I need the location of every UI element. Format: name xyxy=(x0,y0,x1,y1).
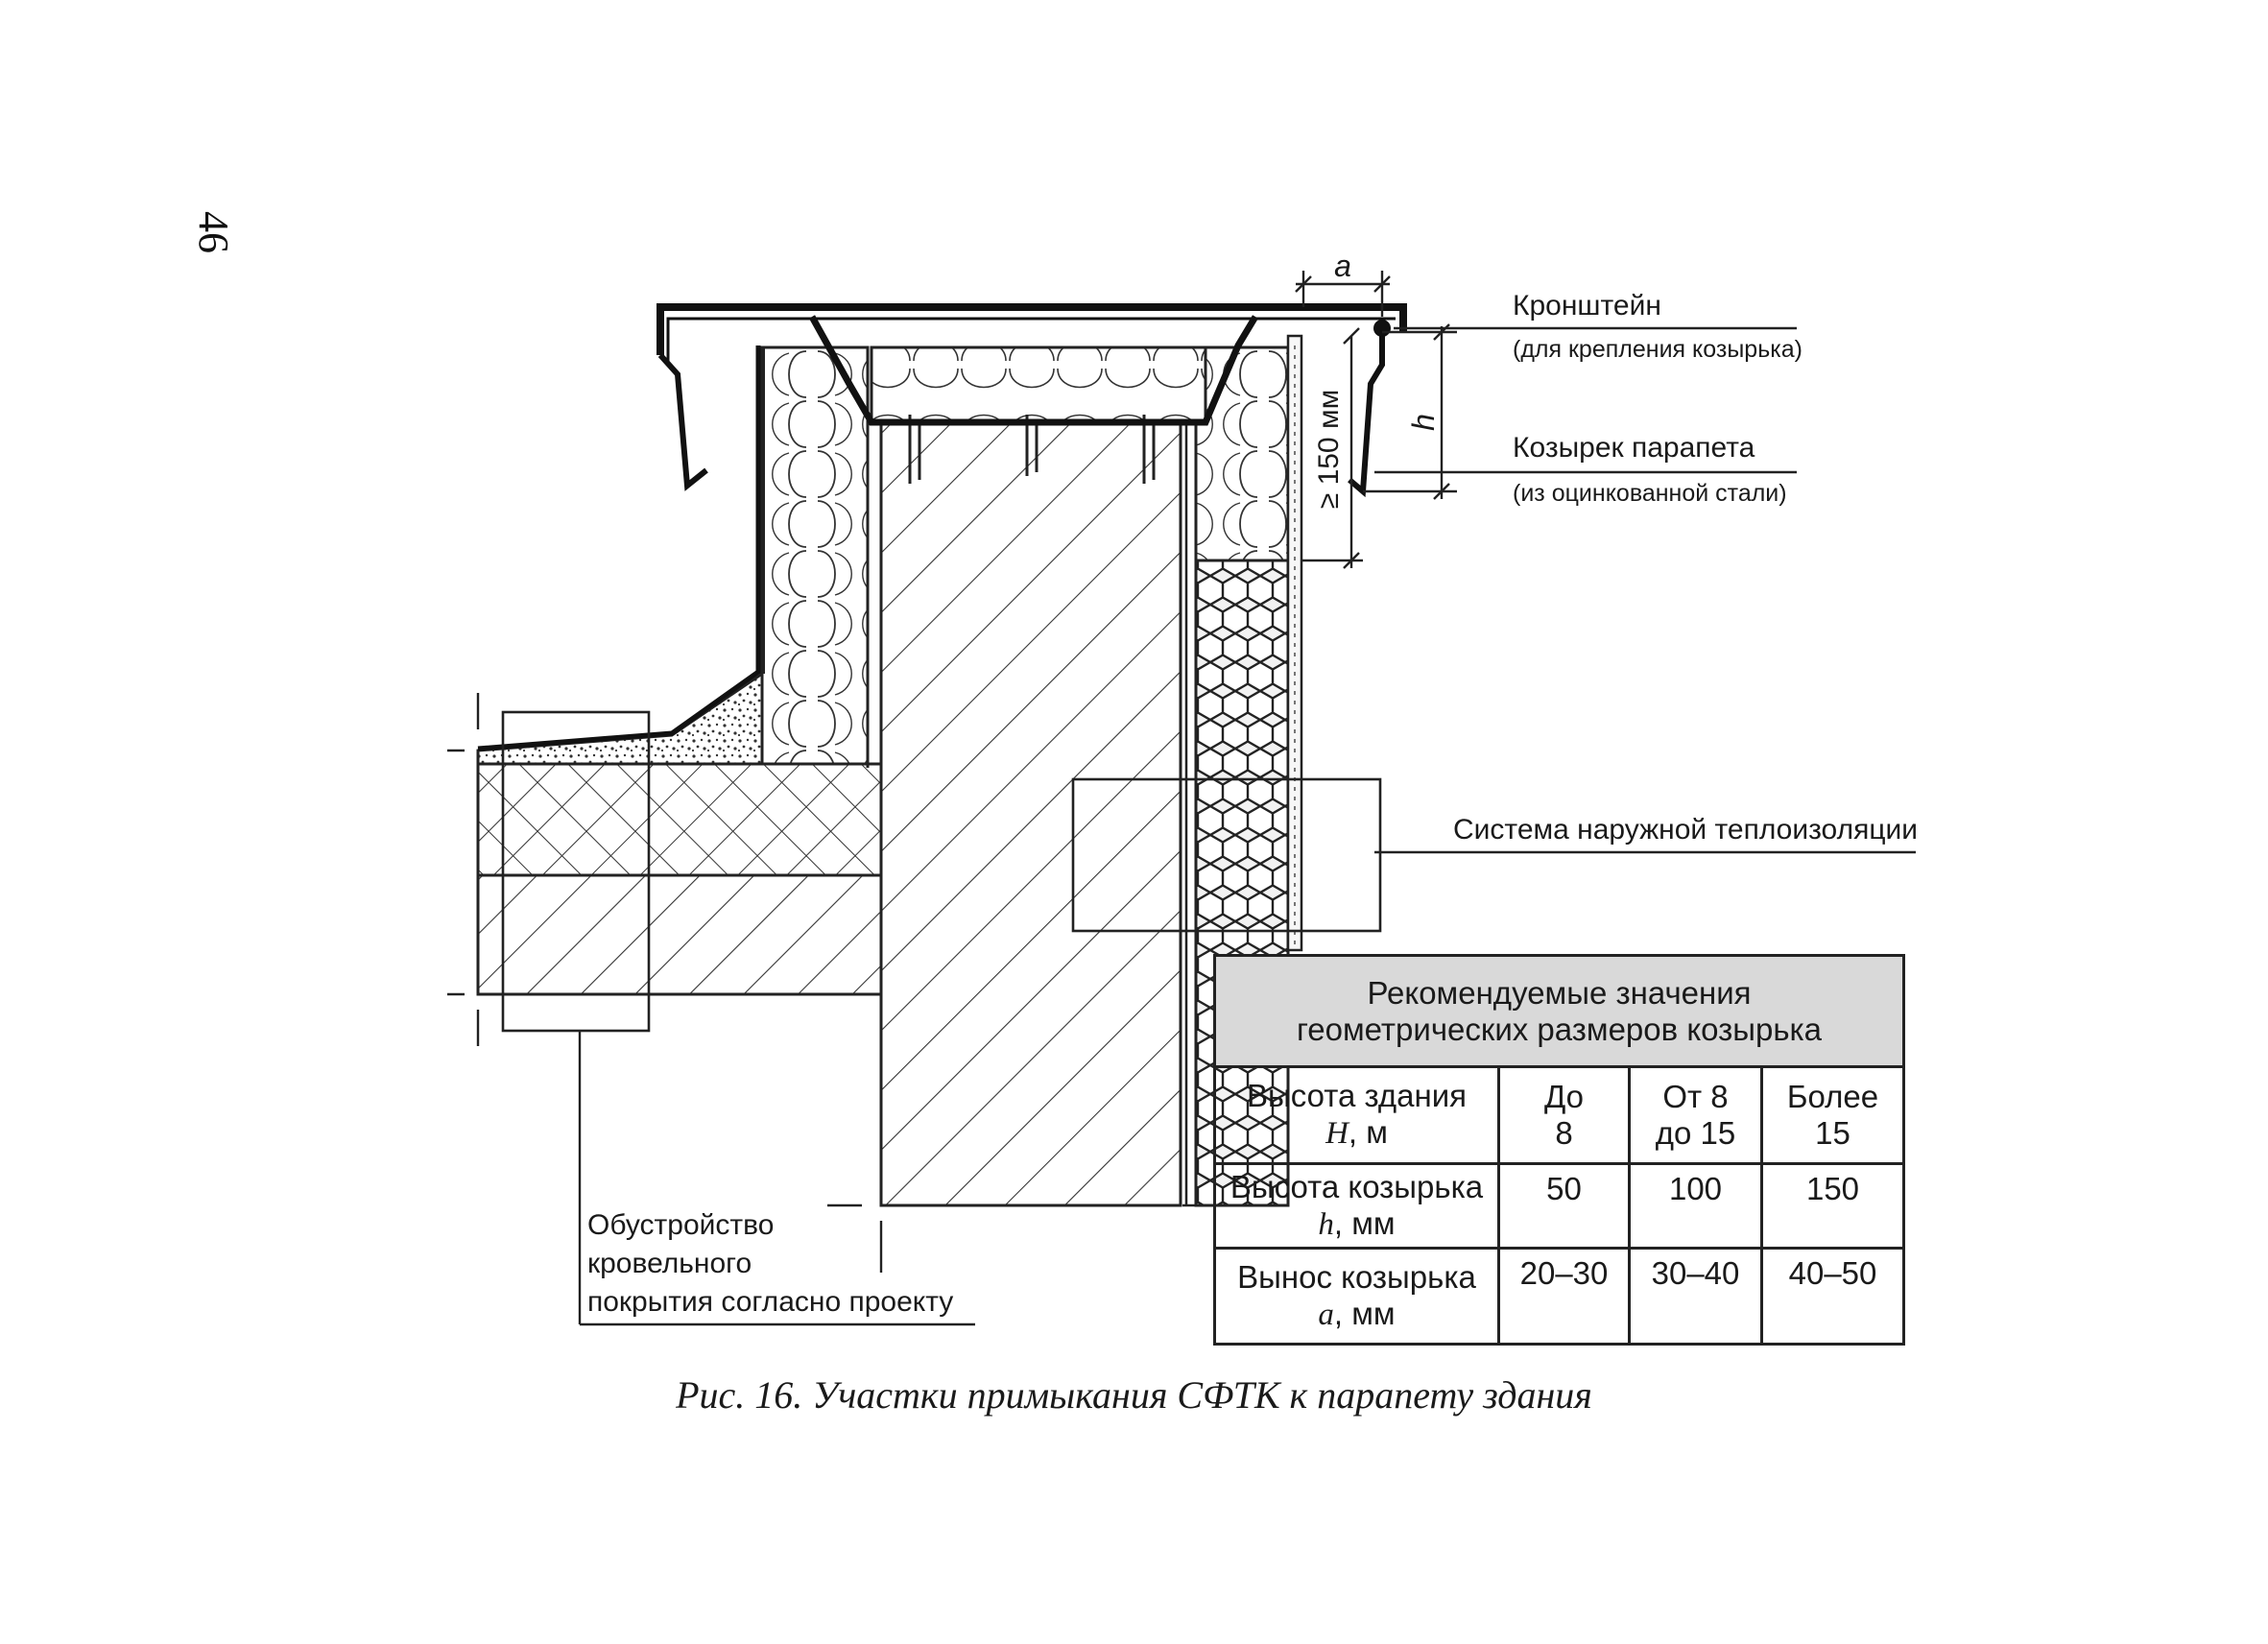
inner-mineral-wool xyxy=(760,345,870,766)
label-roofing-1: Обустройство xyxy=(587,1209,774,1241)
table-row-label-line1: Вынос козырька xyxy=(1237,1258,1476,1295)
leader-lines xyxy=(578,326,1916,1326)
label-insulation-system: Система наружной теплоизоляции xyxy=(1453,814,1918,846)
exterior-mineral-wool xyxy=(1194,345,1290,562)
table-title: Рекомендуемые значения геометрических ра… xyxy=(1213,953,1905,1069)
table-param-line1: Высота здания xyxy=(1246,1078,1468,1114)
insulation-callout-box xyxy=(1071,777,1382,933)
break-marks xyxy=(447,693,1219,1273)
dim-a xyxy=(1295,271,1391,317)
table-row-label-line2: h, мм xyxy=(1220,1205,1493,1243)
table-row: Вынос козырька a, мм 20–30 30–40 40–50 xyxy=(1213,1246,1905,1346)
label-canopy: Козырек парапета xyxy=(1513,432,1755,464)
table-row-label: Высота козырька h, мм xyxy=(1213,1161,1500,1250)
parapet-wall xyxy=(879,422,1182,1207)
table-row-unit: , мм xyxy=(1333,1204,1396,1241)
roof-slab xyxy=(476,873,883,996)
roof-insulation-layer xyxy=(476,762,883,877)
table-row-label: Вынос козырька a, мм xyxy=(1213,1246,1500,1346)
table-row-label-line2: a, мм xyxy=(1220,1296,1493,1333)
dim-150 xyxy=(1301,327,1363,569)
table-col1-line2: 8 xyxy=(1555,1114,1573,1151)
table-cell: 100 xyxy=(1628,1161,1763,1250)
label-canopy-note: (из оцинкованной стали) xyxy=(1513,480,1787,507)
table-param-unit: , м xyxy=(1348,1114,1388,1151)
canopy-dimensions-table: Рекомендуемые значения геометрических ра… xyxy=(1213,953,1905,1346)
figure-caption: Рис. 16. Участки примыкания СФТК к парап… xyxy=(676,1373,1592,1417)
roof-membrane xyxy=(477,345,761,751)
table-row-symbol: h xyxy=(1318,1206,1334,1242)
table-title-line1: Рекомендуемые значения xyxy=(1367,974,1752,1011)
roofing-callout-box xyxy=(501,710,651,1033)
table-row-label-line1: Высота козырька xyxy=(1229,1168,1484,1204)
table-row-symbol: a xyxy=(1318,1297,1334,1332)
dim-150-label: ≥ 150 мм xyxy=(1313,390,1345,509)
label-roofing-2: кровельного xyxy=(587,1248,752,1279)
label-bracket: Кронштейн xyxy=(1513,290,1661,322)
table-cell: 50 xyxy=(1497,1161,1631,1250)
table-col3-line1: Более xyxy=(1786,1078,1879,1114)
table-param-line2: H, м xyxy=(1220,1114,1493,1152)
table-row: Высота козырька h, мм 50 100 150 xyxy=(1213,1161,1905,1250)
table-col2-line1: От 8 xyxy=(1662,1078,1729,1114)
dim-h-label: h xyxy=(1406,414,1441,431)
label-bracket-note: (для крепления козырька) xyxy=(1513,336,1802,363)
roof-screed xyxy=(476,671,764,766)
table-col1-line1: До xyxy=(1543,1078,1585,1114)
label-roofing-3: покрытия согласно проекту xyxy=(587,1286,953,1318)
table-cell: 150 xyxy=(1760,1161,1905,1250)
parapet-canopy xyxy=(657,303,1407,498)
table-col3-line2: 15 xyxy=(1815,1114,1850,1151)
table-cell: 40–50 xyxy=(1760,1246,1905,1346)
table-param-symbol: H xyxy=(1325,1116,1349,1152)
table-cell: 30–40 xyxy=(1628,1246,1763,1346)
table-cell: 20–30 xyxy=(1497,1246,1631,1346)
table-title-line2: геометрических размеров козырька xyxy=(1296,1011,1823,1047)
dim-a-label: a xyxy=(1334,249,1351,283)
table-row-unit: , мм xyxy=(1333,1295,1396,1331)
table-param-cell: Высота здания H, м xyxy=(1213,1065,1500,1165)
table-col2-line2: до 15 xyxy=(1655,1114,1736,1151)
dim-h xyxy=(1363,323,1457,500)
parapet-top-insulation xyxy=(870,345,1207,424)
